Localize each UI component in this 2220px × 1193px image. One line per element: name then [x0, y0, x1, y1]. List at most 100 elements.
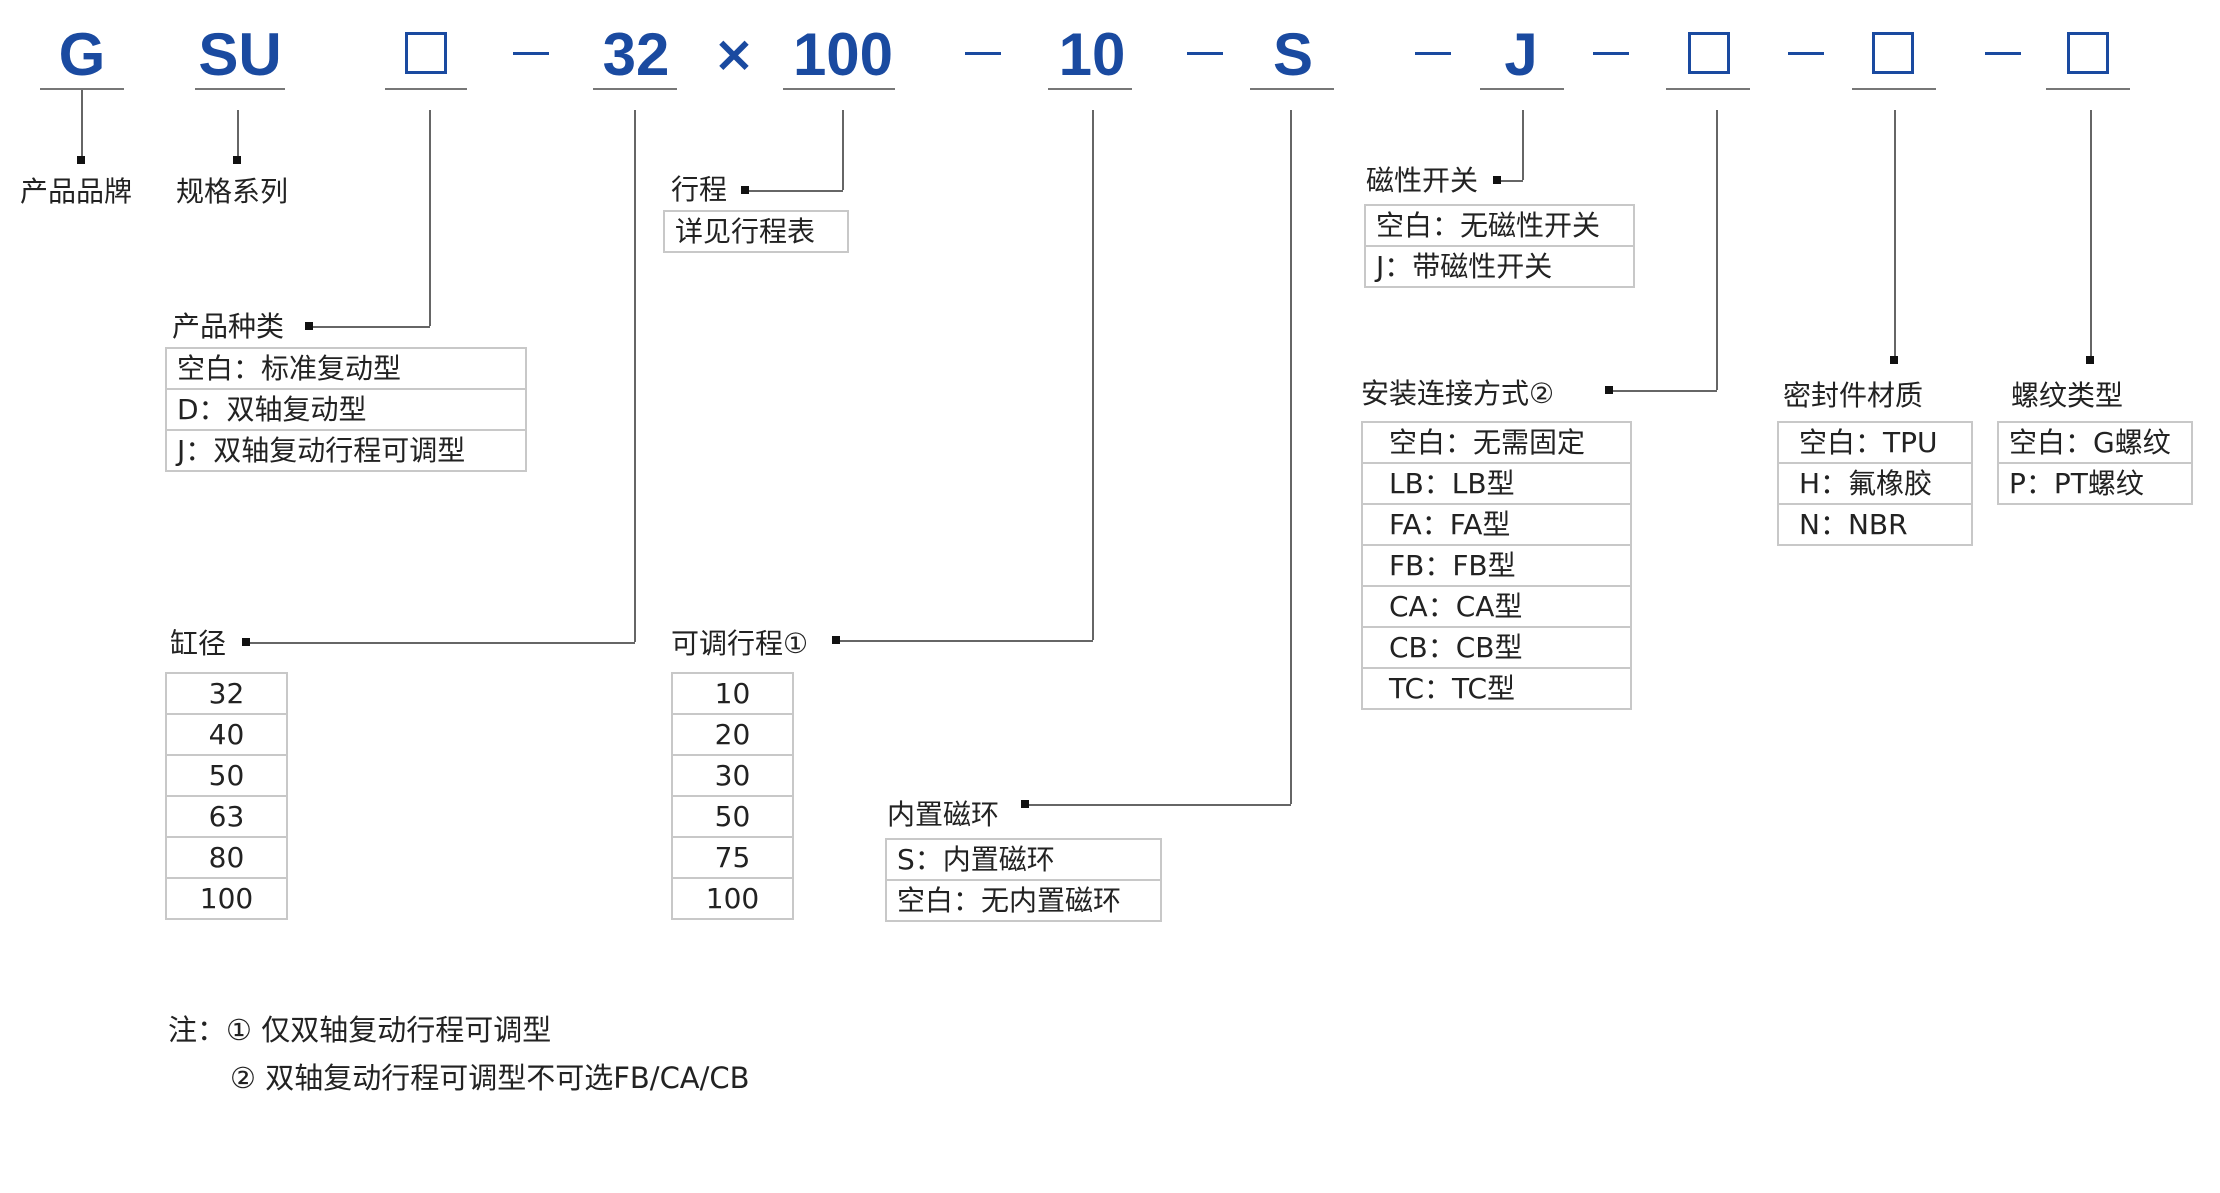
- code-times: ×: [713, 25, 755, 83]
- table-row: D：双轴复动型: [165, 388, 527, 431]
- table-cell: 40: [165, 713, 288, 756]
- table-row: FB：FB型: [1361, 544, 1632, 587]
- code-underline: [195, 88, 285, 90]
- connector-line: [1522, 110, 1524, 180]
- note-line-1: 注：① 仅双轴复动行程可调型: [168, 1013, 552, 1047]
- table-row: P：PT螺纹: [1997, 462, 2193, 505]
- code-stroke: 100: [792, 21, 894, 88]
- magnet-table: S：内置磁环 空白：无内置磁环: [885, 838, 1162, 922]
- table-row: J：带磁性开关: [1364, 245, 1635, 288]
- seal-table: 空白：TPU H：氟橡胶 N：NBR: [1777, 421, 1973, 546]
- label-type: 产品种类: [172, 310, 285, 343]
- label-brand: 产品品牌: [20, 175, 133, 208]
- table-cell: 空白：G螺纹: [1997, 421, 2193, 464]
- code-separator: [965, 52, 1001, 55]
- table-cell: 75: [671, 836, 794, 879]
- table-cell: LB：LB型: [1361, 462, 1632, 505]
- table-cell: 空白：无需固定: [1361, 421, 1632, 464]
- table-row: 100: [165, 877, 288, 920]
- table-row: 100: [671, 877, 794, 920]
- table-row: 50: [671, 795, 794, 838]
- note-line-2: ② 双轴复动行程可调型不可选FB/CA/CB: [230, 1061, 750, 1095]
- label-series: 规格系列: [176, 175, 289, 208]
- code-separator: [1593, 52, 1629, 55]
- table-cell: FA：FA型: [1361, 503, 1632, 546]
- table-cell: 80: [165, 836, 288, 879]
- label-adjust: 可调行程①: [671, 627, 809, 660]
- code-series: SU: [198, 21, 282, 88]
- connector-line: [836, 640, 1093, 642]
- code-underline: [783, 88, 895, 90]
- table-row: CB：CB型: [1361, 626, 1632, 669]
- table-row: H：氟橡胶: [1777, 462, 1973, 505]
- table-cell: 32: [165, 672, 288, 715]
- connector-line: [81, 90, 83, 160]
- connector-line: [634, 110, 636, 642]
- code-underline: [2046, 88, 2130, 90]
- table-cell: CA：CA型: [1361, 585, 1632, 628]
- table-row: LB：LB型: [1361, 462, 1632, 505]
- table-cell: 30: [671, 754, 794, 797]
- connector-line: [745, 190, 843, 192]
- label-seal: 密封件材质: [1783, 379, 1924, 412]
- code-separator: [1788, 52, 1824, 55]
- code-mount-box: [1688, 32, 1730, 74]
- bore-table: 32 40 50 63 80 100: [165, 672, 288, 920]
- code-thread-box: [2067, 32, 2109, 74]
- code-underline: [1666, 88, 1750, 90]
- table-row: 空白：标准复动型: [165, 347, 527, 390]
- table-row: 空白：无内置磁环: [885, 879, 1162, 922]
- label-switch: 磁性开关: [1366, 164, 1479, 197]
- table-row: N：NBR: [1777, 503, 1973, 546]
- connector-dot: [741, 186, 749, 194]
- table-row: 空白：G螺纹: [1997, 421, 2193, 464]
- table-row: 75: [671, 836, 794, 879]
- table-cell: 10: [671, 672, 794, 715]
- connector-dot: [305, 322, 313, 330]
- table-cell: D：双轴复动型: [165, 388, 527, 431]
- table-row: 空白：无需固定: [1361, 421, 1632, 464]
- connector-line: [1609, 390, 1717, 392]
- connector-line: [1894, 110, 1896, 360]
- code-type-box: [405, 32, 447, 74]
- table-cell: 空白：无内置磁环: [885, 879, 1162, 922]
- table-row: 40: [165, 713, 288, 756]
- table-row: J：双轴复动行程可调型: [165, 429, 527, 472]
- table-cell: CB：CB型: [1361, 626, 1632, 669]
- connector-line: [842, 110, 844, 190]
- table-cell: 63: [165, 795, 288, 838]
- connector-line: [1497, 180, 1523, 182]
- table-row: 10: [671, 672, 794, 715]
- table-cell: 详见行程表: [663, 210, 849, 253]
- code-switch: J: [1504, 21, 1538, 88]
- code-adjust: 10: [1058, 21, 1126, 88]
- table-row: CA：CA型: [1361, 585, 1632, 628]
- table-cell: 100: [165, 877, 288, 920]
- table-row: 50: [165, 754, 288, 797]
- table-row: 详见行程表: [663, 210, 849, 253]
- table-row: S：内置磁环: [885, 838, 1162, 881]
- connector-line: [1290, 110, 1292, 804]
- connector-line: [246, 642, 635, 644]
- table-row: 32: [165, 672, 288, 715]
- table-cell: FB：FB型: [1361, 544, 1632, 587]
- table-cell: 空白：无磁性开关: [1364, 204, 1635, 247]
- label-bore: 缸径: [170, 627, 227, 660]
- connector-dot: [233, 156, 241, 164]
- table-row: FA：FA型: [1361, 503, 1632, 546]
- connector-line: [1092, 110, 1094, 640]
- code-underline: [1250, 88, 1334, 90]
- code-underline: [1852, 88, 1936, 90]
- code-separator: [1415, 52, 1451, 55]
- connector-line: [1025, 804, 1291, 806]
- code-underline: [593, 88, 677, 90]
- code-seal-box: [1872, 32, 1914, 74]
- table-cell: N：NBR: [1777, 503, 1973, 546]
- label-mount: 安装连接方式②: [1361, 377, 1555, 410]
- table-cell: H：氟橡胶: [1777, 462, 1973, 505]
- code-separator: [1187, 52, 1223, 55]
- table-row: 20: [671, 713, 794, 756]
- table-cell: J：双轴复动行程可调型: [165, 429, 527, 472]
- connector-line: [1716, 110, 1718, 390]
- code-underline: [40, 88, 124, 90]
